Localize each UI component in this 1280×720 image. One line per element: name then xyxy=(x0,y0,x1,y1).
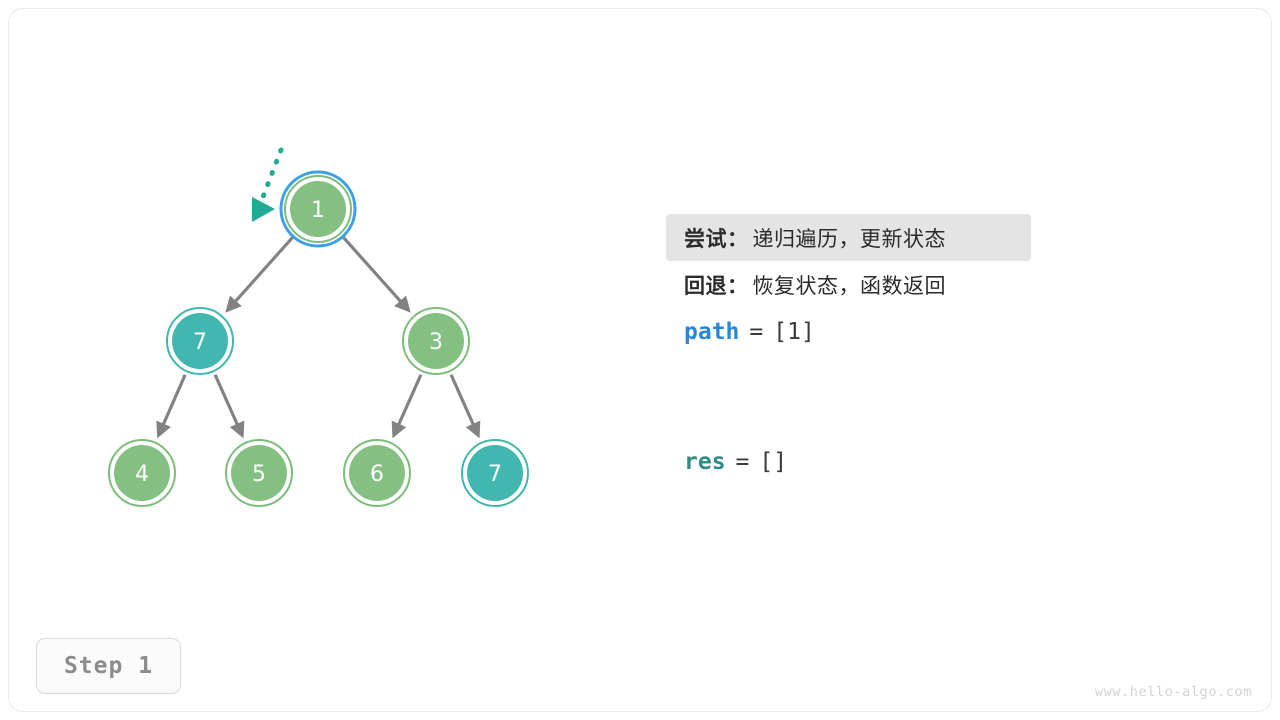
res-variable-value: [] xyxy=(759,448,788,475)
tree-node-3[interactable]: 3 xyxy=(402,307,470,375)
tree-edge-layer xyxy=(156,235,481,439)
tree-node-6[interactable]: 6 xyxy=(343,439,411,507)
info-panel: 尝试： 递归遍历，更新状态 回退： 恢复状态，函数返回 path = [1] xyxy=(666,214,1114,355)
tree-edge xyxy=(341,235,411,313)
backtrack-label: 回退： xyxy=(684,273,749,298)
node-body xyxy=(408,313,464,369)
node-outline xyxy=(166,307,234,375)
pointer-dotted-trail xyxy=(260,147,284,200)
tree-edge xyxy=(213,374,245,439)
path-variable-name: path xyxy=(684,318,740,345)
node-outline xyxy=(343,439,411,507)
node-label: 1 xyxy=(311,198,325,223)
node-body xyxy=(467,445,523,501)
node-body xyxy=(349,445,405,501)
node-body xyxy=(172,313,228,369)
try-line: 尝试： 递归遍历，更新状态 xyxy=(666,214,1031,261)
site-watermark: www.hello-algo.com xyxy=(1094,684,1252,700)
path-equals-sign: = xyxy=(749,318,764,345)
current-node-pointer xyxy=(252,147,284,222)
tree-node-5[interactable]: 5 xyxy=(225,439,293,507)
tree-edge xyxy=(225,235,295,313)
tree-node-1[interactable]: 1 xyxy=(279,170,357,248)
path-variable-row: path = [1] xyxy=(684,308,1114,355)
node-body xyxy=(114,445,170,501)
res-variable-row: res = [] xyxy=(684,438,787,485)
tree-edge xyxy=(156,374,187,439)
tree-edge xyxy=(449,374,481,439)
tree-node-layer: 1 7 3 4 5 6 7 xyxy=(108,170,529,507)
node-label: 4 xyxy=(135,462,149,487)
tree-edge xyxy=(391,374,423,439)
node-label: 3 xyxy=(429,330,443,355)
active-node-ring xyxy=(279,170,357,248)
tree-node-4[interactable]: 4 xyxy=(108,439,176,507)
res-variable-name: res xyxy=(684,448,726,475)
node-label: 7 xyxy=(193,330,207,355)
pointer-triangle-icon xyxy=(252,197,275,222)
step-badge: Step 1 xyxy=(36,638,181,694)
node-outline xyxy=(284,175,352,243)
node-outline xyxy=(461,439,529,507)
try-text: 递归遍历，更新状态 xyxy=(752,226,946,251)
try-label: 尝试： xyxy=(684,226,749,251)
tree-node-7[interactable]: 7 xyxy=(166,307,234,375)
node-body xyxy=(231,445,287,501)
node-label: 6 xyxy=(370,462,384,487)
node-outline xyxy=(402,307,470,375)
node-outline xyxy=(108,439,176,507)
node-label: 7 xyxy=(488,462,502,487)
backtrack-line: 回退： 恢复状态，函数返回 xyxy=(684,261,1114,308)
node-outline xyxy=(225,439,293,507)
path-variable-value: [1] xyxy=(773,318,815,345)
res-equals-sign: = xyxy=(735,448,750,475)
tree-node-7[interactable]: 7 xyxy=(461,439,529,507)
node-body xyxy=(290,181,346,237)
backtrack-text: 恢复状态，函数返回 xyxy=(752,273,946,298)
node-label: 5 xyxy=(252,462,266,487)
